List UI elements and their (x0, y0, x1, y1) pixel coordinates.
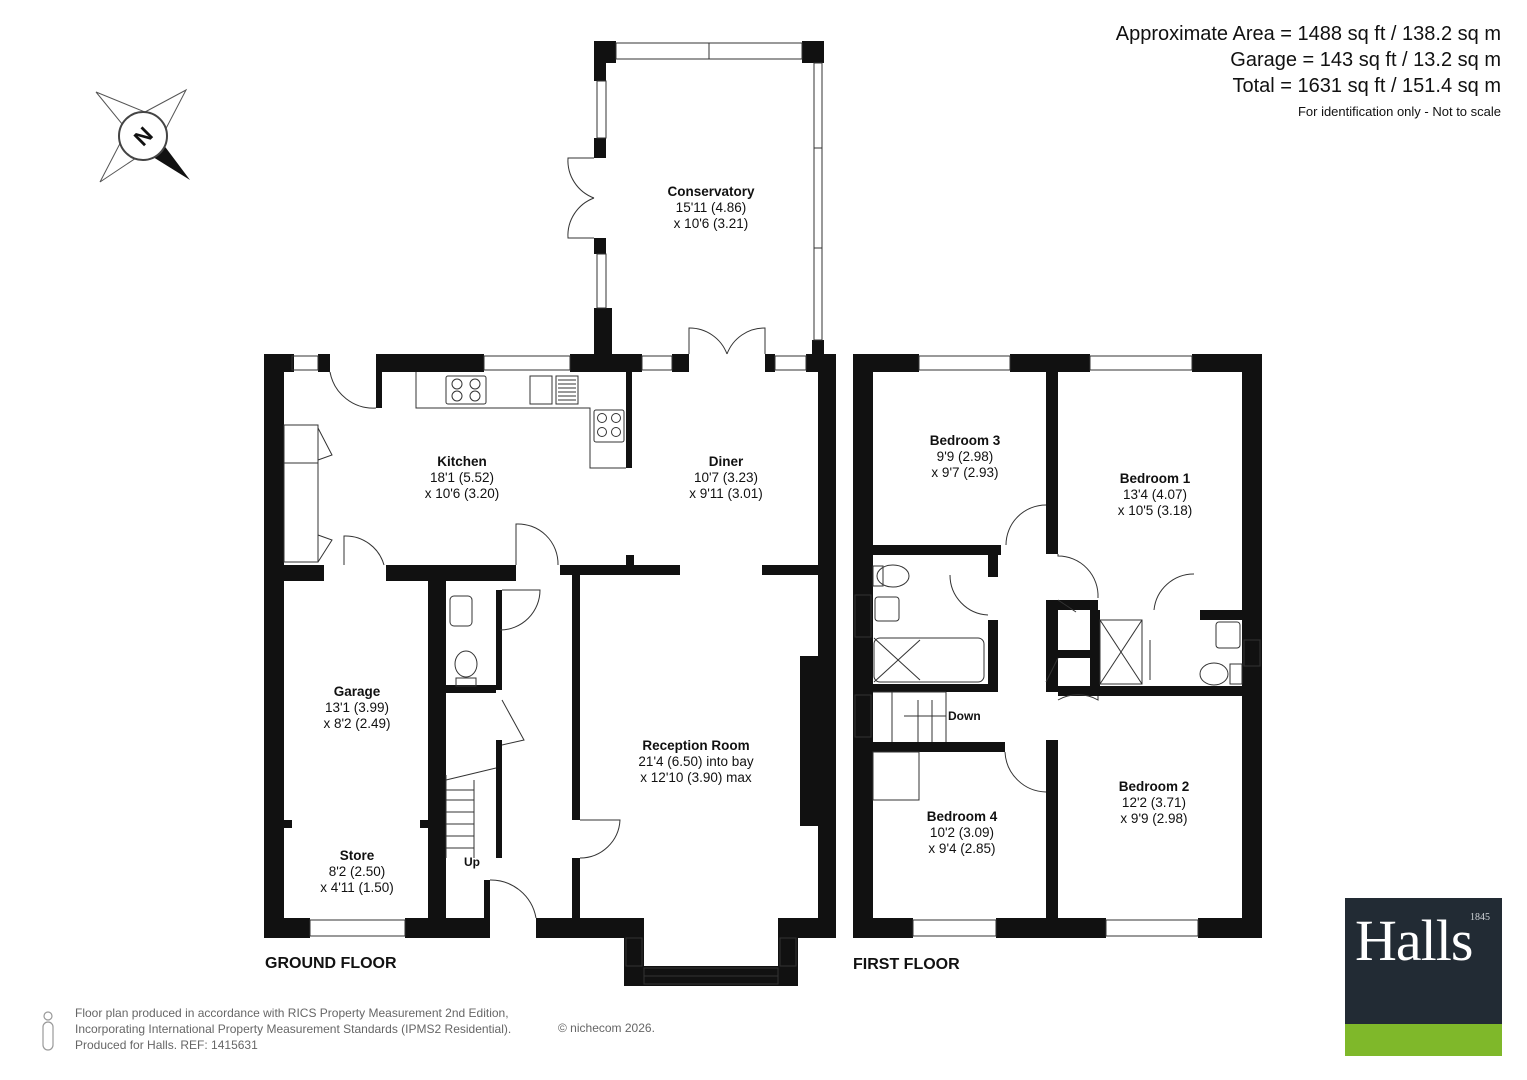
room-name: Diner (708, 454, 744, 469)
room-bedroom-4: Bedroom 4 10'2 (3.09) x 9'4 (2.85) (927, 809, 998, 857)
logo-year: 1845 (1470, 912, 1490, 923)
room-name: Reception Room (642, 738, 750, 753)
room-dim: x 10'5 (3.18) (1117, 503, 1193, 518)
compass-icon: N (95, 88, 190, 183)
stairs-up-label: Up (464, 855, 480, 869)
approximate-area: Approximate Area = 1488 sq ft / 138.2 sq… (1115, 23, 1501, 45)
room-dim: x 8'2 (2.49) (323, 716, 391, 731)
footer-notes: Floor plan produced in accordance with R… (75, 1005, 511, 1053)
room-dim: 10'2 (3.09) (929, 825, 995, 840)
logo-band (1345, 1024, 1502, 1056)
room-dim: 21'4 (6.50) into bay (638, 754, 754, 769)
first-floor-label: FIRST FLOOR (853, 956, 960, 973)
room-bedroom-1: Bedroom 1 13'4 (4.07) x 10'5 (3.18) (1118, 471, 1193, 519)
room-name: Garage (333, 684, 381, 699)
room-bedroom-2: Bedroom 2 12'2 (3.71) x 9'9 (2.98) (1119, 779, 1190, 827)
room-kitchen: Kitchen 18'1 (5.52) x 10'6 (3.20) (425, 454, 500, 502)
room-store: Store 8'2 (2.50) x 4'11 (1.50) (320, 848, 394, 896)
room-dim: 18'1 (5.52) (429, 470, 495, 485)
room-diner: Diner 10'7 (3.23) x 9'11 (3.01) (689, 454, 763, 502)
room-name: Bedroom 4 (926, 809, 998, 824)
room-name: Kitchen (437, 454, 487, 469)
total-area: Total = 1631 sq ft / 151.4 sq m (1232, 75, 1502, 97)
scale-note: For identification only - Not to scale (1297, 104, 1501, 119)
room-dim: x 12'10 (3.90) max (640, 770, 752, 785)
room-dim: x 9'9 (2.98) (1120, 811, 1188, 826)
room-name: Conservatory (667, 184, 755, 199)
room-dim: x 10'6 (3.21) (673, 216, 749, 231)
room-dim: 8'2 (2.50) (328, 864, 386, 879)
halls-logo: Halls 1845 (1345, 898, 1502, 1056)
footer-line: Produced for Halls. REF: 1415631 (75, 1038, 258, 1052)
room-name: Bedroom 1 (1119, 471, 1191, 486)
room-dim: 12'2 (3.71) (1121, 795, 1187, 810)
room-name: Bedroom 2 (1118, 779, 1190, 794)
room-dim: 13'4 (4.07) (1122, 487, 1188, 502)
footer-line: Incorporating International Property Mea… (75, 1022, 512, 1036)
room-bedroom-3: Bedroom 3 9'9 (2.98) x 9'7 (2.93) (930, 433, 1001, 481)
room-dim: x 9'7 (2.93) (931, 465, 999, 480)
room-name: Bedroom 3 (929, 433, 1001, 448)
room-dim: x 9'11 (3.01) (689, 486, 763, 501)
room-dim: x 4'11 (1.50) (320, 880, 394, 895)
room-dim: 13'1 (3.99) (324, 700, 390, 715)
person-icon (42, 1011, 54, 1051)
room-dim: 15'11 (4.86) (675, 200, 747, 215)
stairs-down-label: Down (948, 709, 981, 723)
ground-floor-label: GROUND FLOOR (265, 955, 397, 972)
footer-line: Floor plan produced in accordance with R… (75, 1006, 509, 1020)
room-garage: Garage 13'1 (3.99) x 8'2 (2.49) (323, 684, 390, 732)
room-dim: x 10'6 (3.20) (424, 486, 500, 501)
room-dim: 10'7 (3.23) (693, 470, 759, 485)
room-dim: x 9'4 (2.85) (928, 841, 996, 856)
room-reception: Reception Room 21'4 (6.50) into bay x 12… (638, 738, 753, 786)
garage-area: Garage = 143 sq ft / 13.2 sq m (1230, 49, 1501, 71)
room-conservatory: Conservatory 15'11 (4.86) x 10'6 (3.21) (667, 184, 754, 232)
copyright: © nichecom 2026. (558, 1021, 655, 1035)
room-name: Store (339, 848, 375, 863)
room-dim: 9'9 (2.98) (936, 449, 994, 464)
logo-name: Halls (1355, 908, 1473, 973)
